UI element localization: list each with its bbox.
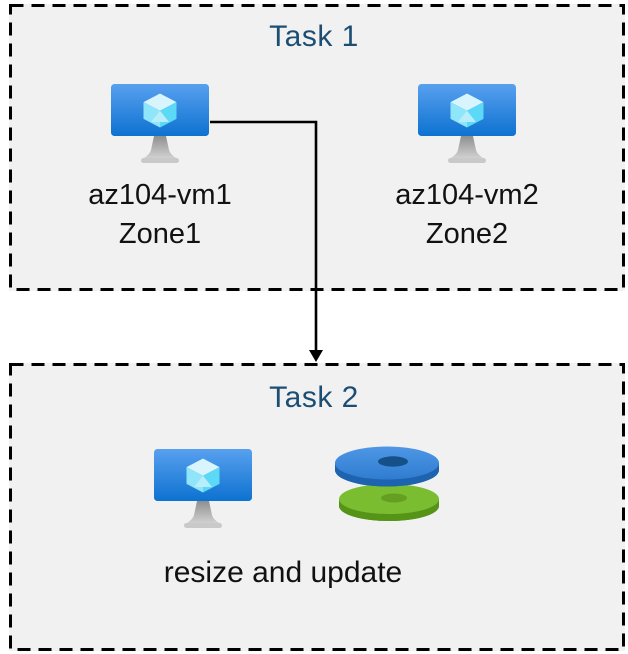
task2-dashed-border bbox=[9, 363, 625, 651]
task2-caption: resize and update bbox=[163, 556, 403, 589]
task2-panel bbox=[9, 363, 625, 651]
task2-virtual-machine-icon bbox=[154, 449, 252, 528]
task1-title: Task 1 bbox=[269, 20, 359, 53]
vm2-zone: Zone2 bbox=[425, 218, 509, 250]
vm1-label: az104-vm1 Zone1 bbox=[60, 176, 260, 254]
vm2-virtual-machine-icon bbox=[418, 84, 516, 163]
disks-icon bbox=[335, 446, 439, 521]
vm1-zone: Zone1 bbox=[118, 218, 202, 250]
vm1-name: az104-vm1 bbox=[88, 179, 232, 211]
task2-title: Task 2 bbox=[269, 381, 359, 414]
vm1-virtual-machine-icon bbox=[111, 84, 209, 163]
vm2-label: az104-vm2 Zone2 bbox=[367, 176, 567, 254]
vm2-name: az104-vm2 bbox=[395, 179, 539, 211]
arrow-connector bbox=[210, 120, 323, 362]
